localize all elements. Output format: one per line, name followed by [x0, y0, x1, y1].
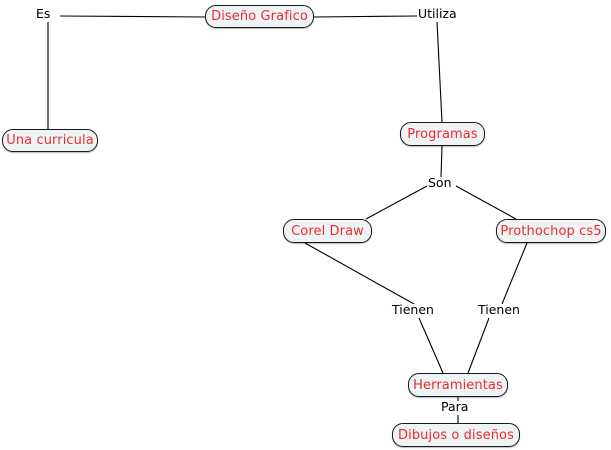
link-label-para: Para [440, 399, 470, 414]
node-dibujos-disenos[interactable]: Dibujos o diseños [392, 423, 520, 447]
link-label-tienen-left: Tienen [391, 302, 435, 317]
edge-son-prothochop [455, 185, 517, 220]
edge-programas-son [440, 145, 443, 178]
edge-son-corel [365, 185, 428, 220]
link-label-utiliza: Utiliza [417, 6, 458, 21]
edge-prothochop-tienen [501, 242, 528, 305]
node-diseno-grafico[interactable]: Diseño Grafico [205, 5, 314, 28]
node-corel-draw[interactable]: Corel Draw [283, 219, 372, 243]
edge-tienen-herramientas-l [418, 317, 444, 374]
link-label-son: Son [427, 175, 453, 190]
link-label-es: Es [35, 6, 52, 21]
node-una-curricula[interactable]: Una curricula [2, 129, 98, 152]
node-programas[interactable]: Programas [400, 122, 485, 146]
edge-diseno-utiliza [313, 15, 418, 18]
link-label-tienen-right: Tienen [477, 302, 521, 317]
edge-tienen-herramientas-r [467, 317, 490, 374]
edge-es-diseno [59, 15, 206, 18]
edge-utiliza-programas [436, 21, 443, 123]
edge-corel-tienen [304, 242, 415, 305]
node-prothochop-cs5[interactable]: Prothochop cs5 [496, 219, 606, 243]
node-herramientas[interactable]: Herramientas [408, 373, 508, 397]
